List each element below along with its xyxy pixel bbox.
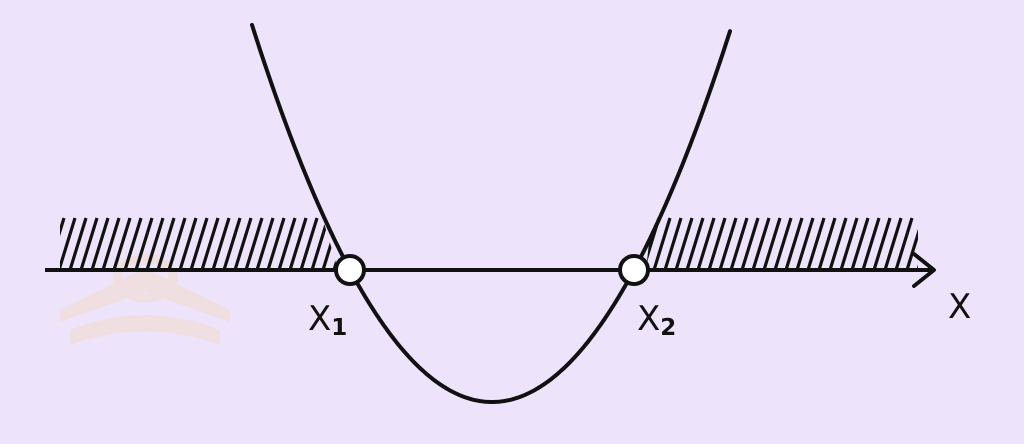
axis-label: X bbox=[948, 287, 971, 327]
watermark-logo-icon bbox=[60, 253, 230, 345]
parabola-curve bbox=[250, 22, 732, 404]
root-label-x1: X1 bbox=[308, 299, 347, 341]
root-point-x1 bbox=[334, 254, 366, 286]
root-point-x2 bbox=[618, 254, 650, 286]
axis-arrow-icon bbox=[912, 252, 936, 288]
hatch-right bbox=[646, 217, 918, 270]
root-label-x2: X2 bbox=[637, 299, 676, 341]
hatch-left bbox=[60, 217, 338, 270]
